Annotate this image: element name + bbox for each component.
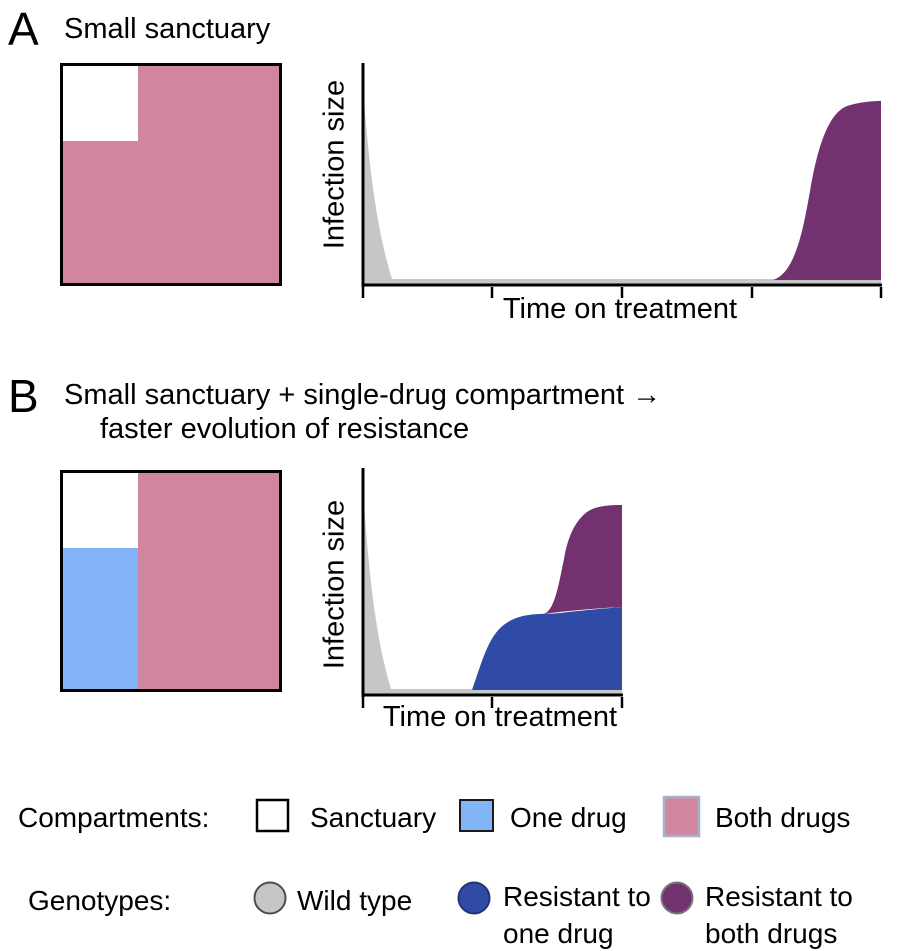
one-drug-swatch-rect xyxy=(459,799,494,832)
panel-a-ylabel: Infection size xyxy=(318,79,351,250)
legend-compartments-label: Compartments: xyxy=(18,802,210,833)
legend-sanctuary-label: Sanctuary xyxy=(310,802,437,833)
wild-type-area-b xyxy=(363,492,391,689)
panel-b-title-line2: faster evolution of resistance xyxy=(100,413,470,445)
panel-b-ylabel: Infection size xyxy=(318,499,351,670)
legend-resistant-one-line2: one drug xyxy=(503,918,614,949)
both-drugs-swatch-rect xyxy=(662,795,701,838)
sanctuary-swatch xyxy=(255,798,290,833)
legend-resistant-one-line1: Resistant to xyxy=(503,881,651,912)
wild-type-circle xyxy=(253,881,287,915)
both-drugs-swatch xyxy=(662,795,701,838)
wild-type-band-a xyxy=(363,279,881,285)
x-axis-ticks-b xyxy=(361,697,624,708)
panel-a-title: Small sanctuary xyxy=(64,13,271,45)
panel-a-letter: A xyxy=(8,3,39,55)
panel-b-chart xyxy=(361,468,624,708)
x-axis-ticks-a xyxy=(361,287,883,298)
wild-type-band-b xyxy=(363,689,622,695)
panel-a-compartment-diagram xyxy=(60,63,282,286)
legend-one-drug-label: One drug xyxy=(510,802,627,833)
legend-resistant-both-line1: Resistant to xyxy=(705,881,853,912)
resistant-both-circle xyxy=(660,881,694,915)
legend-genotypes-label: Genotypes: xyxy=(28,885,172,916)
resistant-both-marker xyxy=(660,881,694,915)
resistant-one-marker xyxy=(457,881,491,915)
sanctuary-swatch-rect xyxy=(255,798,290,833)
resistant-one-circle xyxy=(457,881,491,915)
panel-b-xlabel: Time on treatment xyxy=(382,701,618,733)
resistant-both-area-a xyxy=(773,101,881,280)
panel-b-letter: B xyxy=(8,370,39,422)
legend-wild-type-label: Wild type xyxy=(297,885,413,916)
panel-a-xlabel: Time on treatment xyxy=(502,293,738,325)
panel-b-compartment-diagram xyxy=(60,470,282,692)
one-drug-compartment-b xyxy=(63,548,138,689)
wild-type-area-a xyxy=(363,88,392,279)
sanctuary-compartment-b xyxy=(63,473,138,548)
resistant-one-area-b xyxy=(472,607,622,690)
legend-resistant-both-line2: both drugs xyxy=(705,918,838,949)
panel-b-title-line1: Small sanctuary + single-drug compartmen… xyxy=(64,379,662,411)
panel-a-chart xyxy=(361,63,883,298)
one-drug-swatch xyxy=(459,799,494,832)
sanctuary-compartment-a xyxy=(63,66,138,141)
wild-type-marker xyxy=(253,881,287,915)
resistant-both-area-b xyxy=(543,505,622,614)
legend-both-drugs-label: Both drugs xyxy=(715,802,851,833)
